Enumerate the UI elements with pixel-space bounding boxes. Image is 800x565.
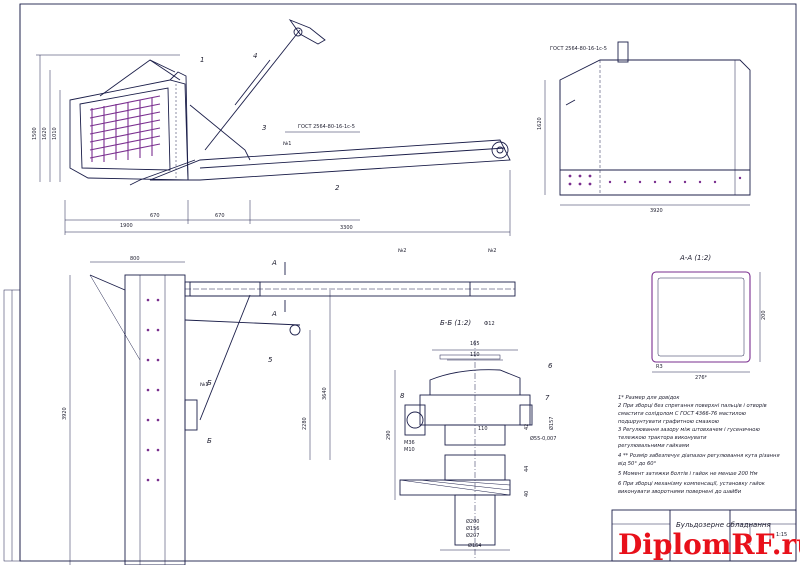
section-aa-title: А-А (1:2) xyxy=(679,254,711,262)
dim-40: 40 xyxy=(524,491,530,497)
dim-1500: 1500 xyxy=(32,127,38,140)
dim-3640: 3640 xyxy=(322,387,328,400)
blade-inner xyxy=(79,87,171,171)
section-b-bottom: Б xyxy=(207,437,212,445)
column-bolts xyxy=(146,298,160,482)
title-scale: 1:15 xyxy=(776,532,787,538)
pos-1: 1 xyxy=(200,56,204,64)
dim-110-a: 110 xyxy=(470,352,480,358)
side-brace xyxy=(89,274,126,420)
pos-3: 3 xyxy=(262,124,266,132)
pos-7: 7 xyxy=(545,394,550,402)
note-line-8: 4 ** Розмір забезпечує діапазон регулюва… xyxy=(618,453,780,459)
dim-44: 44 xyxy=(524,466,530,472)
side-view-dimensions: 1900 670 670 3300 1500 1620 1010 xyxy=(32,54,511,236)
dim-42: 42 xyxy=(524,424,530,430)
cylinder-mount xyxy=(288,19,326,45)
note-line-6: тележкою трактора виконувати xyxy=(618,435,707,441)
dim-3300: 3300 xyxy=(340,225,353,231)
weld-mark-3: №2 xyxy=(398,248,406,254)
note-line-11: 6 При зборці механізму компенсації, уста… xyxy=(618,481,766,487)
dim-200: Ø200 xyxy=(466,518,479,525)
section-bb-symbol: Ф12 xyxy=(484,321,495,327)
note-line-10: 5 Момент затяжки болтів і гайок не менше… xyxy=(618,471,758,477)
section-aa-view: А-А (1:2) 276* 200 R3 xyxy=(651,254,767,381)
pivot-joint xyxy=(491,141,509,159)
note-line-4: подшрунтувати графитною смазкою xyxy=(618,419,720,425)
note-line-9: від 50° до 60° xyxy=(618,461,657,467)
note-line-7: регулювальними гайками xyxy=(617,443,690,449)
pos-6: 6 xyxy=(548,362,553,370)
dim-276: 276* xyxy=(695,375,708,381)
dim-2280: 2280 xyxy=(302,417,308,430)
dim-r3: R3 xyxy=(656,364,663,370)
dim-55: Ø55-0,007 xyxy=(530,435,556,442)
strut xyxy=(189,104,251,161)
dim-3920-front: 3920 xyxy=(62,407,68,420)
gost-left: ГОСТ 2564-80-16-1с-5 xyxy=(298,124,355,130)
dim-3920-top: 3920 xyxy=(650,208,663,214)
front-view: А А Б Б 5 №1 №2 №2 800 3920 2280 3640 xyxy=(62,248,516,565)
dim-1620-top: 1620 xyxy=(537,117,543,130)
title-name: Бульдозерне обладнання xyxy=(676,521,771,529)
watermark: DiplomRF.ru xyxy=(618,528,800,561)
dim-290: 290 xyxy=(386,430,392,440)
section-a-top: А xyxy=(271,259,277,267)
note-line-2: 2 При зборці без спрягання поверхні паль… xyxy=(618,403,767,409)
pos-2: 2 xyxy=(335,184,340,192)
clamp-arc xyxy=(429,369,521,395)
note-line-3: смастити солідолом С ГОСТ 4366-76 мастил… xyxy=(618,411,747,417)
dim-1010: 1010 xyxy=(52,127,58,140)
dim-1900-a: 1900 xyxy=(120,223,133,229)
side-view-bulldozer: 1900 670 670 3300 1500 1620 1010 ГОСТ 25… xyxy=(32,19,511,236)
pos-5: 5 xyxy=(268,356,273,364)
dim-207: Ø207 xyxy=(466,532,479,539)
note-line-1: 1* Размер для довідок xyxy=(618,395,680,401)
blade-mesh xyxy=(89,95,161,162)
dim-110-b: 110 xyxy=(478,426,488,432)
front-cylinder xyxy=(184,319,301,326)
dim-156: Ø156 xyxy=(466,525,479,532)
dim-670-a: 670 xyxy=(150,213,160,219)
dim-157: Ø157 xyxy=(548,417,555,430)
section-bb-view: Б-Б (1:2) Ф12 165 110 110 290 Ø157 40 42… xyxy=(386,319,556,560)
dim-800: 800 xyxy=(130,256,140,262)
dim-164: Ø164 xyxy=(468,542,481,549)
weld-mark-1: №1 xyxy=(283,141,291,147)
dim-165: 165 xyxy=(470,341,480,347)
section-a-bottom: А xyxy=(271,310,277,318)
dim-m36: M36 xyxy=(404,440,415,446)
pos-8: 8 xyxy=(400,392,405,400)
dim-m10: M10 xyxy=(404,447,415,453)
section-bb-title: Б-Б (1:2) xyxy=(440,319,471,327)
technical-notes: 1* Размер для довідок 2 При зборці без с… xyxy=(617,395,780,495)
top-view-blade: 3920 1620 ГОСТ 2564-80-16-1с-5 xyxy=(537,41,751,214)
note-line-12: виконувати зворотними повернені до шайби xyxy=(618,489,742,495)
title-block: Бульдозерне обладнання 1:15 xyxy=(611,509,797,562)
dim-670-b: 670 xyxy=(215,213,225,219)
section-b-top: Б xyxy=(207,379,212,387)
weld-mark-2: №1 xyxy=(200,382,208,388)
push-arm xyxy=(149,139,511,181)
mount-lug xyxy=(617,41,629,63)
gost-right: ГОСТ 2564-80-16-1с-5 xyxy=(550,46,607,52)
pos-4: 4 xyxy=(253,52,257,60)
bolt-row xyxy=(568,174,742,186)
weld-mark-4: №2 xyxy=(488,248,496,254)
dim-200-aa: 200 xyxy=(761,310,767,320)
dim-1620: 1620 xyxy=(42,127,48,140)
tube-section xyxy=(651,271,751,363)
note-line-5: 3 Регулювання зазору між штовхачем і гус… xyxy=(618,427,760,433)
